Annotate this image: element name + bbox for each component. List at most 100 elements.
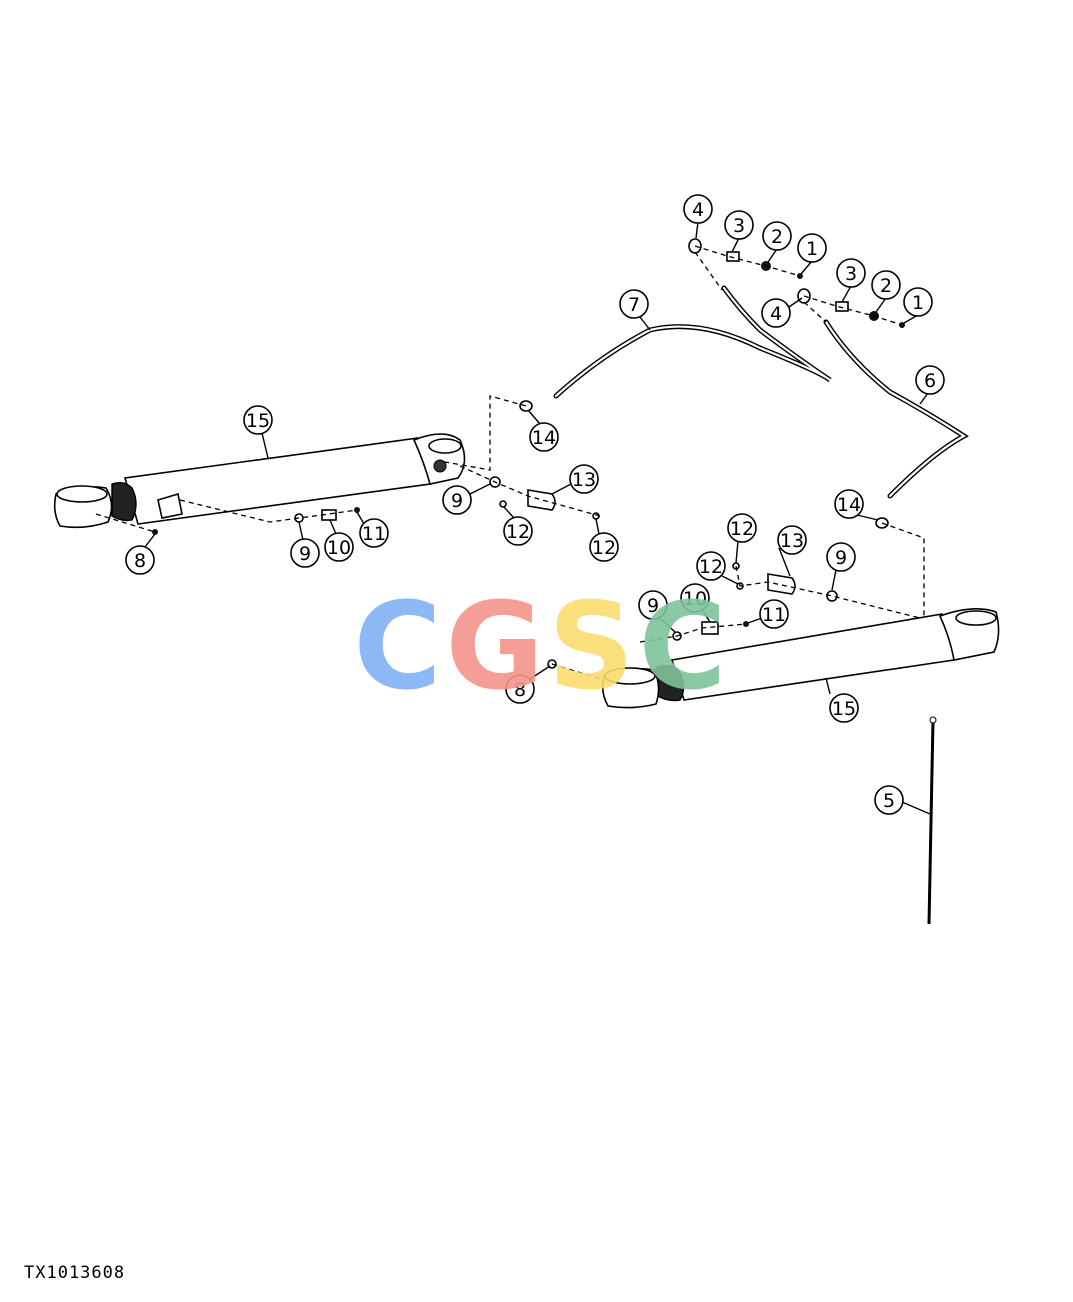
callout-number: 2 [880, 275, 892, 297]
callout-circle [680, 583, 710, 613]
callout-11: 11 [759, 599, 789, 629]
callout-12: 12 [696, 551, 726, 581]
callout-circle [529, 422, 559, 452]
callout-11: 11 [359, 518, 389, 548]
callout-number: 2 [771, 226, 783, 248]
callout-number: 13 [572, 469, 596, 491]
callout-8: 8 [505, 674, 535, 704]
callout-3: 3 [836, 258, 866, 288]
callout-circle [727, 513, 757, 543]
callout-8: 8 [125, 545, 155, 575]
callout-number: 12 [699, 556, 723, 578]
callout-2: 2 [762, 221, 792, 251]
callout-circle [915, 365, 945, 395]
drawing-id: TX1013608 [24, 1263, 126, 1283]
callout-number: 12 [506, 521, 530, 543]
watermark-letter: S [548, 596, 638, 706]
callout-3: 3 [724, 210, 754, 240]
callout-number: 11 [362, 523, 386, 545]
callout-circle [442, 485, 472, 515]
callout-number: 4 [692, 199, 704, 221]
callout-number: 15 [832, 698, 856, 720]
callout-circle [724, 210, 754, 240]
callout-number: 5 [883, 790, 895, 812]
callout-circle [638, 590, 668, 620]
callout-circle [826, 542, 856, 572]
callout-9: 9 [442, 485, 472, 515]
callout-14: 14 [529, 422, 559, 452]
callout-number: 13 [780, 530, 804, 552]
callout-circle [834, 489, 864, 519]
callout-15: 15 [829, 693, 859, 723]
hose-6 [823, 319, 969, 499]
callout-number: 10 [327, 537, 351, 559]
callout-15: 15 [243, 405, 273, 435]
callout-10: 10 [324, 532, 354, 562]
callout-number: 9 [451, 490, 463, 512]
callout-9: 9 [826, 542, 856, 572]
callout-number: 9 [299, 543, 311, 565]
callout-circle [871, 270, 901, 300]
callout-number: 6 [924, 370, 936, 392]
callout-4: 4 [761, 298, 791, 328]
callout-circle [759, 599, 789, 629]
callout-number: 10 [683, 588, 707, 610]
callout-circle [569, 464, 599, 494]
callout-balloons: 1234123456788999910101111121212121313141… [125, 194, 945, 815]
callout-number: 12 [592, 537, 616, 559]
callout-12: 12 [589, 532, 619, 562]
callout-10: 10 [680, 583, 710, 613]
callout-circle [836, 258, 866, 288]
callout-12: 12 [727, 513, 757, 543]
cylinder-right [601, 608, 1000, 709]
callout-circle [619, 289, 649, 319]
callout-number: 7 [628, 294, 640, 316]
callout-circle [777, 525, 807, 555]
callout-number: 9 [647, 595, 659, 617]
callout-number: 1 [912, 292, 924, 314]
callout-12: 12 [503, 516, 533, 546]
callout-6: 6 [915, 365, 945, 395]
callout-circle [290, 538, 320, 568]
callout-number: 9 [835, 547, 847, 569]
callout-circle [243, 405, 273, 435]
callout-number: 3 [733, 215, 745, 237]
callout-circle [359, 518, 389, 548]
callout-1: 1 [903, 287, 933, 317]
callout-number: 8 [134, 550, 146, 572]
callout-circle [797, 233, 827, 263]
callout-number: 14 [532, 427, 556, 449]
callout-circle [324, 532, 354, 562]
callout-circle [874, 785, 904, 815]
callout-9: 9 [638, 590, 668, 620]
callout-4: 4 [683, 194, 713, 224]
cgsc-watermark: CGSC [353, 596, 730, 706]
callout-7: 7 [619, 289, 649, 319]
callout-number: 1 [806, 238, 818, 260]
tie-strap-5 [927, 716, 937, 925]
callout-circle [762, 221, 792, 251]
callout-number: 15 [246, 410, 270, 432]
callout-circle [683, 194, 713, 224]
watermark-letter: C [638, 596, 730, 706]
callout-number: 12 [730, 518, 754, 540]
callout-circle [696, 551, 726, 581]
leader-lines [144, 221, 931, 815]
callout-13: 13 [569, 464, 599, 494]
callout-number: 8 [514, 679, 526, 701]
watermark-text: CGSC [353, 596, 730, 706]
callout-number: 3 [845, 263, 857, 285]
callout-number: 14 [837, 494, 861, 516]
watermark-letter: C [353, 596, 445, 706]
callout-1: 1 [797, 233, 827, 263]
watermark-letter: G [446, 596, 549, 706]
callout-14: 14 [834, 489, 864, 519]
callout-circle [903, 287, 933, 317]
hose-7 [553, 285, 832, 399]
callout-2: 2 [871, 270, 901, 300]
callout-circle [505, 674, 535, 704]
callout-circle [829, 693, 859, 723]
cylinder-left [53, 433, 466, 529]
callout-13: 13 [777, 525, 807, 555]
